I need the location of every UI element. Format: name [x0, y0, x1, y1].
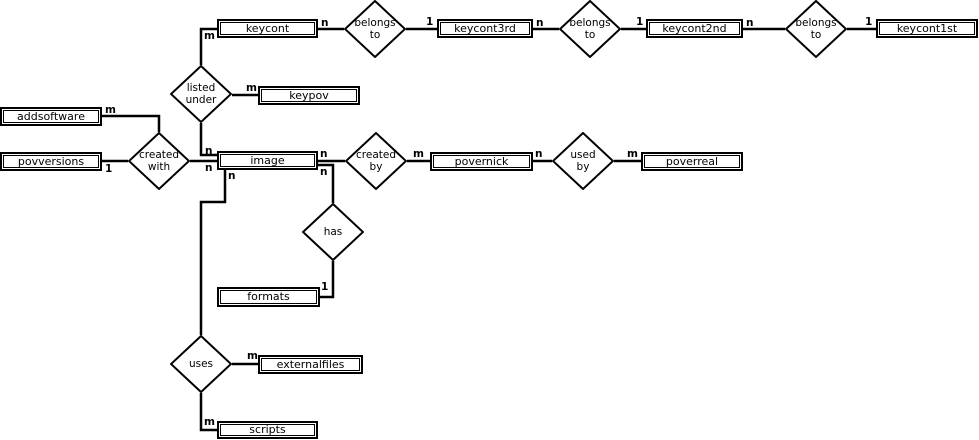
relationship-created-by: created by — [345, 132, 407, 190]
relationship-label: used by — [570, 148, 596, 174]
entity-keycont2nd: keycont2nd — [646, 19, 743, 38]
diamond-shape — [302, 203, 364, 261]
cardinality-label: 1 — [426, 16, 434, 28]
entity-label: addsoftware — [3, 110, 99, 123]
connector-listedunder-to-image — [199, 123, 217, 157]
relationship-label: created with — [139, 148, 179, 174]
entity-scripts: scripts — [217, 421, 318, 439]
relationship-label: belongs to — [354, 16, 396, 42]
relationship-label: uses — [188, 357, 214, 370]
cardinality-label: n — [205, 162, 213, 174]
relationship-uses: uses — [170, 335, 232, 393]
entity-label: keycont1st — [879, 22, 975, 35]
entity-label: povernick — [433, 155, 530, 168]
entity-povversions: povversions — [0, 152, 102, 171]
entity-label: keycont — [220, 22, 315, 35]
connector-image-to-uses — [199, 170, 227, 335]
relationship-belongs-to-3: belongs to — [785, 0, 847, 58]
relationship-label: belongs to — [795, 16, 837, 42]
relationship-belongs-to-2: belongs to — [559, 0, 621, 58]
entity-keypov: keypov — [258, 86, 360, 105]
entity-keycont: keycont — [217, 19, 318, 38]
cardinality-label: n — [228, 170, 236, 182]
connector-addsoftware-to-createdwith — [102, 114, 161, 132]
diamond-shape — [552, 132, 614, 190]
connector-image-to-has — [318, 163, 335, 203]
entity-keycont1st: keycont1st — [876, 19, 978, 38]
entity-image: image — [217, 151, 318, 170]
cardinality-label: m — [246, 82, 257, 94]
relationship-belongs-to-1: belongs to — [344, 0, 406, 58]
connector-keycont-to-listedunder — [199, 27, 217, 65]
cardinality-label: 1 — [105, 163, 113, 175]
cardinality-label: n — [320, 148, 328, 160]
entity-label: formats — [220, 290, 317, 304]
cardinality-label: n — [320, 166, 328, 178]
connector-has-to-formats — [320, 261, 335, 299]
entity-externalfiles: externalfiles — [258, 355, 363, 374]
relationship-used-by: used by — [552, 132, 614, 190]
cardinality-label: n — [746, 17, 754, 29]
entity-label: image — [220, 154, 315, 167]
cardinality-label: n — [321, 17, 329, 29]
cardinality-label: 1 — [636, 16, 644, 28]
entity-label: keypov — [261, 89, 357, 102]
diamond-shape — [344, 0, 406, 58]
cardinality-label: n — [535, 148, 543, 160]
entity-keycont3rd: keycont3rd — [437, 19, 533, 38]
entity-label: externalfiles — [261, 358, 360, 371]
diamond-shape — [170, 335, 232, 393]
relationship-label: has — [323, 225, 343, 238]
entity-label: poverreal — [644, 155, 740, 168]
entity-label: keycont2nd — [649, 22, 740, 35]
entity-poverreal: poverreal — [641, 152, 743, 171]
entity-povernick: povernick — [430, 152, 533, 171]
diamond-shape — [170, 65, 232, 123]
diamond-shape — [345, 132, 407, 190]
cardinality-label: 1 — [321, 281, 329, 293]
entity-label: scripts — [220, 424, 315, 436]
cardinality-label: m — [247, 350, 258, 362]
cardinality-label: n — [536, 17, 544, 29]
relationship-listed-under: listed under — [170, 65, 232, 123]
entity-label: keycont3rd — [440, 22, 530, 35]
connector-uses-to-scripts — [199, 393, 217, 432]
entity-label: povversions — [3, 155, 99, 168]
cardinality-label: m — [105, 104, 116, 116]
relationship-label: listed under — [185, 81, 217, 107]
relationship-label: created by — [356, 148, 396, 174]
cardinality-label: m — [204, 30, 215, 42]
entity-addsoftware: addsoftware — [0, 107, 102, 126]
relationship-has: has — [302, 203, 364, 261]
cardinality-label: m — [204, 416, 215, 428]
cardinality-label: m — [627, 148, 638, 160]
relationship-label: belongs to — [569, 16, 611, 42]
cardinality-label: n — [205, 145, 213, 157]
diamond-shape — [559, 0, 621, 58]
cardinality-label: m — [413, 148, 424, 160]
cardinality-label: 1 — [865, 16, 873, 28]
relationship-created-with: created with — [128, 132, 190, 190]
diamond-shape — [128, 132, 190, 190]
diamond-shape — [785, 0, 847, 58]
entity-formats: formats — [217, 287, 320, 307]
